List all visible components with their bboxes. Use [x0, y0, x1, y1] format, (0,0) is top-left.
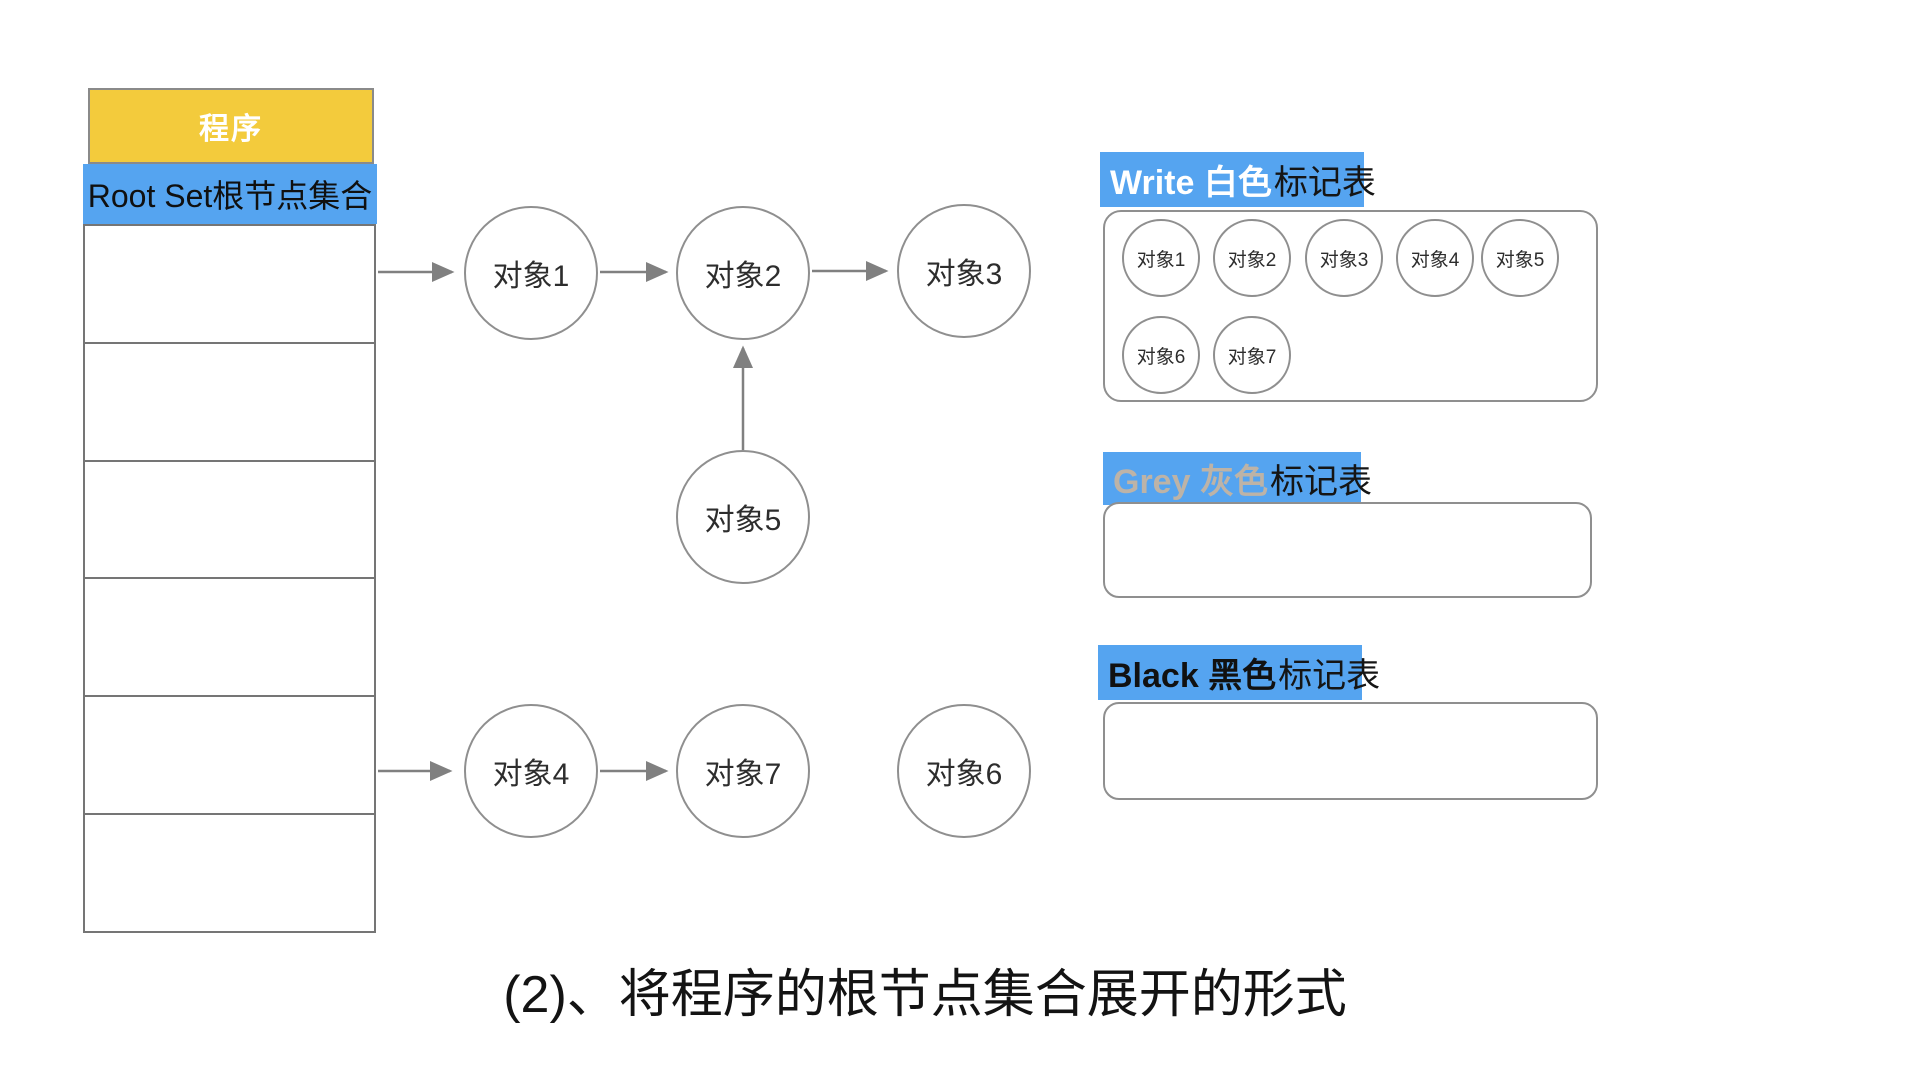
object-node-6-label: 对象6	[925, 758, 1003, 791]
white-table-item: 对象5	[1481, 219, 1559, 297]
object-node-1-label: 对象1	[492, 260, 570, 293]
root-set-band: Root Set根节点集合	[83, 164, 377, 224]
white-table-item-label: 对象1	[1136, 249, 1186, 271]
root-set-label: Root Set根节点集合	[87, 178, 373, 214]
root-set-slot	[85, 815, 374, 931]
object-node-7: 对象7	[676, 704, 810, 838]
figure-caption: (2)、将程序的根节点集合展开的形式	[503, 966, 1347, 1024]
root-set-slot-stack	[83, 224, 376, 933]
object-node-3-label: 对象3	[925, 258, 1003, 291]
white-table-item: 对象4	[1396, 219, 1474, 297]
white-table-item: 对象7	[1213, 316, 1291, 394]
grey-table-title: Grey 灰色标记表	[1103, 452, 1372, 505]
program-header-label: 程序	[199, 113, 263, 146]
object-node-4-label: 对象4	[492, 758, 570, 791]
white-table-item-label: 对象6	[1136, 346, 1186, 368]
black-table-box	[1103, 702, 1598, 800]
object-node-4: 对象4	[464, 704, 598, 838]
white-table-item: 对象2	[1213, 219, 1291, 297]
object-node-6: 对象6	[897, 704, 1031, 838]
white-table-title: Write 白色标记表	[1100, 152, 1376, 207]
object-node-3: 对象3	[897, 204, 1031, 338]
white-table-title-suffix: 标记表	[1273, 164, 1376, 202]
white-table-item-label: 对象3	[1319, 249, 1369, 271]
white-table-item-label: 对象2	[1227, 249, 1277, 271]
object-node-1: 对象1	[464, 206, 598, 340]
white-table-item-label: 对象5	[1495, 249, 1545, 271]
root-set-slot	[85, 462, 374, 580]
grey-table-title-prefix: Grey 灰色	[1113, 463, 1268, 501]
white-table-item: 对象6	[1122, 316, 1200, 394]
white-table-box: 对象1 对象2 对象3 对象4 对象5 对象6 对象7	[1103, 210, 1598, 402]
object-node-5-label: 对象5	[704, 504, 782, 537]
black-table-title-suffix: 标记表	[1278, 657, 1381, 695]
object-node-2: 对象2	[676, 206, 810, 340]
white-table-item-label: 对象4	[1410, 249, 1460, 271]
white-table-title-prefix: Write 白色	[1110, 164, 1272, 202]
root-set-slot	[85, 579, 374, 698]
black-table-title: Black 黑色标记表	[1098, 645, 1380, 700]
white-table-item: 对象1	[1122, 219, 1200, 297]
root-set-slot	[85, 697, 374, 816]
grey-table-title-suffix: 标记表	[1269, 463, 1372, 501]
root-set-slot	[85, 226, 374, 344]
white-table-item-label: 对象7	[1227, 346, 1277, 368]
program-header: 程序	[88, 88, 374, 164]
grey-table-box	[1103, 502, 1592, 598]
white-table-item: 对象3	[1305, 219, 1383, 297]
root-set-slot	[85, 344, 374, 462]
object-node-5: 对象5	[676, 450, 810, 584]
object-node-7-label: 对象7	[704, 758, 782, 791]
object-node-2-label: 对象2	[704, 260, 782, 293]
black-table-title-prefix: Black 黑色	[1108, 657, 1277, 695]
